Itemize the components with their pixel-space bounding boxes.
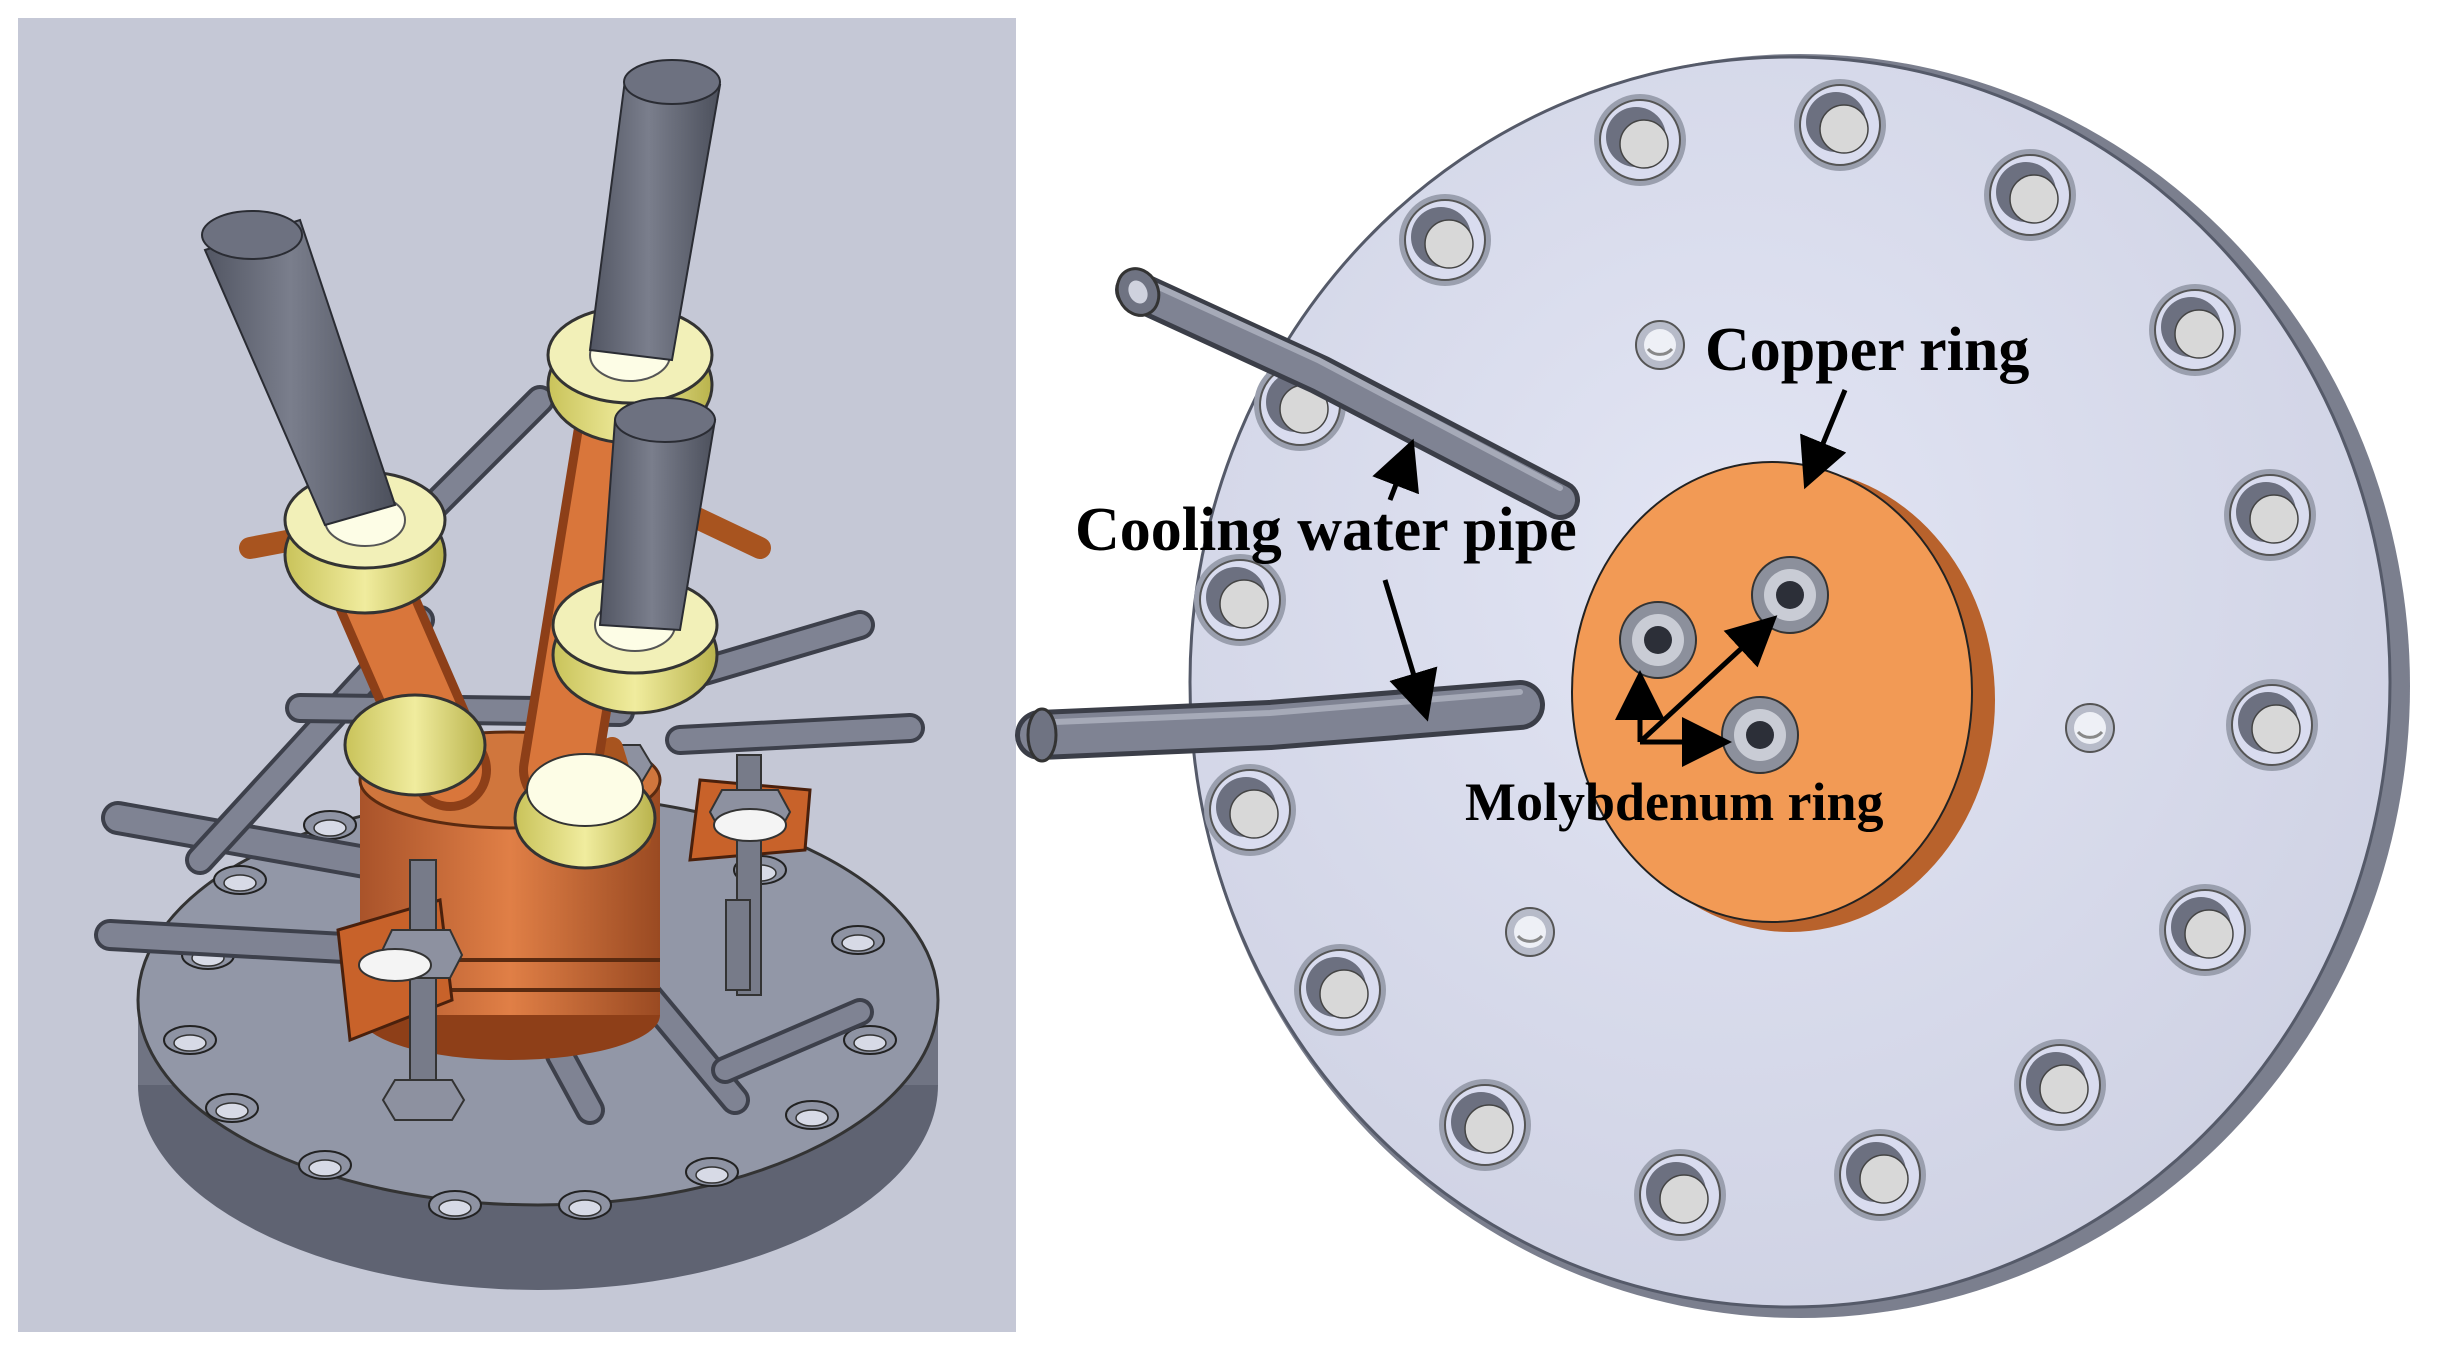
bolt-hole-icon: [2148, 283, 2242, 377]
hex-nut-icon: [381, 1079, 466, 1121]
isometric-assembly-view: [18, 18, 1016, 1332]
bolt-hole-icon: [685, 1157, 739, 1187]
bolt-hole-icon: [831, 925, 885, 955]
bolt-hole-icon: [1293, 943, 1387, 1037]
molybdenum-ring-1: [1619, 601, 1697, 679]
bolt-hole-icon: [2225, 678, 2319, 772]
bolt-hole-icon: [1633, 1148, 1727, 1242]
bolt-hole-icon: [1983, 148, 2077, 242]
bolt-hole-icon: [2013, 1038, 2107, 1132]
small-hole-icon: [1634, 319, 1686, 371]
bolt-hole-icon: [303, 810, 357, 840]
small-hole-icon: [2064, 702, 2116, 754]
bolt-hole-icon: [163, 1025, 217, 1055]
front-plate-view: Copper ring Cooling water pipe Molybdenu…: [1015, 18, 2425, 1332]
bolt-hole-icon: [558, 1190, 612, 1220]
bolt-hole-icon: [785, 1100, 839, 1130]
molybdenum-ring-2: [1751, 556, 1829, 634]
molybdenum-rings: [1619, 556, 1829, 774]
electrode-rods: [201, 59, 722, 632]
copper-ring-disk: [1571, 461, 1995, 932]
bolt-hole-icon: [298, 1150, 352, 1180]
bolt-hole-icon: [428, 1190, 482, 1220]
bolt-hole-icon: [1398, 193, 1492, 287]
threaded-rod-icon: [409, 859, 437, 1121]
bolt-hole-icon: [1203, 763, 1297, 857]
bolt-hole-icon: [205, 1093, 259, 1123]
cooling-pipe-arrow-upper: [1372, 438, 1419, 501]
bolt-hole-icon: [1793, 78, 1887, 172]
copper-ring-arrow: [1800, 389, 1848, 490]
threaded-rod-icon: [725, 899, 751, 991]
bolt-hole-icon: [1193, 553, 1287, 647]
annotation-arrows: [1372, 389, 1848, 767]
copper-ring-label: Copper ring: [1705, 316, 2029, 384]
cooling-water-pipe-label: Cooling water pipe: [1075, 496, 1577, 564]
bolt-hole-icon: [1438, 1078, 1532, 1172]
bolt-hole-icon: [1593, 93, 1687, 187]
molybdenum-arrow-diag: [1638, 615, 1778, 744]
small-hole-icon: [1504, 906, 1556, 958]
molybdenum-ring-label: Molybdenum ring: [1465, 772, 1884, 832]
bolt-hole-icon: [2158, 883, 2252, 977]
cooling-pipe-arrow-lower: [1382, 579, 1438, 722]
bolt-hole-icon: [2223, 468, 2317, 562]
bolt-hole-icon: [213, 865, 267, 895]
bolt-hole-icon: [1833, 1128, 1927, 1222]
molybdenum-ring-3: [1721, 696, 1799, 774]
